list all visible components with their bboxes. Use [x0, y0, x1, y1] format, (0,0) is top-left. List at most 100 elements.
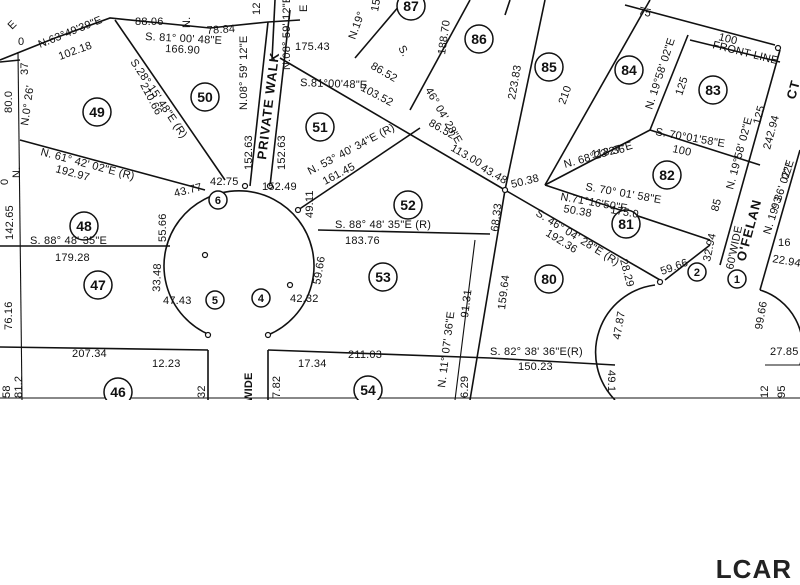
- walk-line-2: [269, 9, 291, 187]
- bearing-label: E: [6, 18, 20, 32]
- corner-dot: [774, 44, 782, 52]
- corner-dot: [201, 251, 209, 259]
- line-51-52: [297, 127, 421, 211]
- distance-label: 125: [751, 104, 767, 125]
- distance-label: 28.29: [617, 258, 636, 289]
- top-tick: [504, 0, 511, 16]
- line-center-v: [469, 189, 506, 400]
- distance-label: 85: [709, 197, 724, 212]
- lot-82-number: 82: [659, 167, 675, 183]
- lot-51-circle: [305, 112, 335, 142]
- corner-dot: [501, 186, 509, 194]
- distance-label: 207.34: [72, 348, 107, 360]
- distance-label: 99.66: [753, 300, 770, 330]
- line-82-north: [544, 129, 651, 186]
- lot-47-circle: [83, 270, 113, 300]
- bearing-label: S. 81° 00' 48"E: [145, 31, 223, 47]
- distance-label: 59.66: [311, 255, 328, 285]
- distance-label: 81.2: [13, 376, 25, 398]
- lot-54-number: 54: [360, 382, 376, 398]
- distance-label: 12.23: [152, 358, 181, 370]
- distance-label: 166.90: [165, 43, 200, 57]
- distance-label: 37: [19, 62, 31, 75]
- distance-label: 93: [769, 195, 784, 211]
- lot-markers: 46 47 48 49 50 51 52 53 54 80 81 82 83 8…: [69, 0, 728, 400]
- corner-dot: [241, 182, 249, 190]
- distance-label: 15: [369, 0, 383, 13]
- survey-points: 1 2 4 5 6: [201, 44, 782, 339]
- street-east: [759, 149, 800, 291]
- line-53-54: [267, 349, 491, 359]
- corner-dot: [286, 281, 294, 289]
- lot-48-circle: [69, 211, 99, 241]
- lot-47-number: 47: [90, 277, 106, 293]
- corner-dot: [656, 278, 664, 286]
- distance-label: 16: [778, 237, 791, 249]
- distance-label: 150.23: [518, 361, 553, 373]
- lot-86-number: 86: [471, 31, 487, 47]
- lot-87-circle: [396, 0, 426, 21]
- distance-label: 211.03: [348, 349, 382, 361]
- distance-label: 32.94: [701, 232, 719, 262]
- point-2-circle: [687, 262, 707, 282]
- lot-48-number: 48: [76, 218, 92, 234]
- distance-label: 33.48: [151, 263, 164, 292]
- bearing-label: N.63°49'39"E: [37, 14, 104, 51]
- distance-label: 100: [671, 143, 692, 159]
- bearing-label: N.08° 59' 12"E: [238, 36, 250, 110]
- point-4-circle: [251, 288, 271, 308]
- distance-label: 152.63: [276, 135, 288, 170]
- point-1-circle: [727, 269, 747, 289]
- distance-label: 17.34: [298, 358, 327, 370]
- distance-label: 7.82: [271, 376, 283, 398]
- front-line: [689, 39, 781, 63]
- lot-49-circle: [82, 97, 112, 127]
- distance-label: 59.66: [659, 257, 690, 278]
- lot-84-circle: [614, 55, 644, 85]
- distance-label: 103.52: [359, 82, 395, 109]
- distance-label: 75: [637, 5, 652, 20]
- street-connector: [664, 244, 711, 281]
- lot-46-circle: [103, 377, 133, 400]
- distance-label: 175.0: [609, 204, 639, 221]
- distance-label: 223.83: [506, 64, 524, 100]
- bearing-label: S. 82° 38' 36"E(R): [490, 346, 583, 358]
- line-84-85: [544, 0, 651, 186]
- lot-53-circle: [368, 262, 398, 292]
- lot-51-number: 51: [312, 119, 328, 135]
- east-line: [719, 49, 781, 266]
- bearing-label: N. 11° 07' 36"E: [436, 311, 457, 389]
- line-83-84: [649, 34, 689, 131]
- bearing-label: E: [298, 4, 310, 12]
- point-1-number: 1: [734, 274, 740, 286]
- lot-52-circle: [393, 190, 423, 220]
- distance-label: 32: [196, 385, 208, 398]
- point-5-number: 5: [212, 295, 218, 307]
- distance-label: 50.38: [562, 203, 592, 220]
- distance-label: 91.31: [459, 289, 474, 319]
- lot-86-circle: [464, 24, 494, 54]
- lot-53-number: 53: [375, 269, 391, 285]
- line-46-47: [0, 346, 209, 351]
- bearing-label: S.: [395, 44, 411, 59]
- cul-de-sac-east: [594, 284, 656, 400]
- distance-label: 188.70: [436, 19, 453, 55]
- point-4-number: 4: [258, 293, 265, 305]
- distance-label: 68.33: [489, 203, 504, 233]
- distance-label: 102.18: [57, 40, 94, 63]
- bearing-label: N.: [11, 167, 23, 178]
- distance-label: 0: [18, 36, 24, 48]
- lot-81-circle: [611, 209, 641, 239]
- lot-85-number: 85: [541, 59, 557, 75]
- lot-82-circle: [652, 160, 682, 190]
- distance-label: 152.63: [243, 135, 255, 170]
- lot-50-circle: [190, 82, 220, 112]
- distance-label: 100: [717, 31, 738, 47]
- distance-label: 210: [557, 84, 575, 106]
- lot-52-number: 52: [400, 197, 416, 213]
- line-87: [354, 4, 401, 59]
- distance-label: 0: [0, 179, 11, 185]
- corner-dot: [294, 206, 302, 214]
- distance-label: 58: [1, 385, 13, 398]
- bearing-label: N.: [181, 17, 193, 28]
